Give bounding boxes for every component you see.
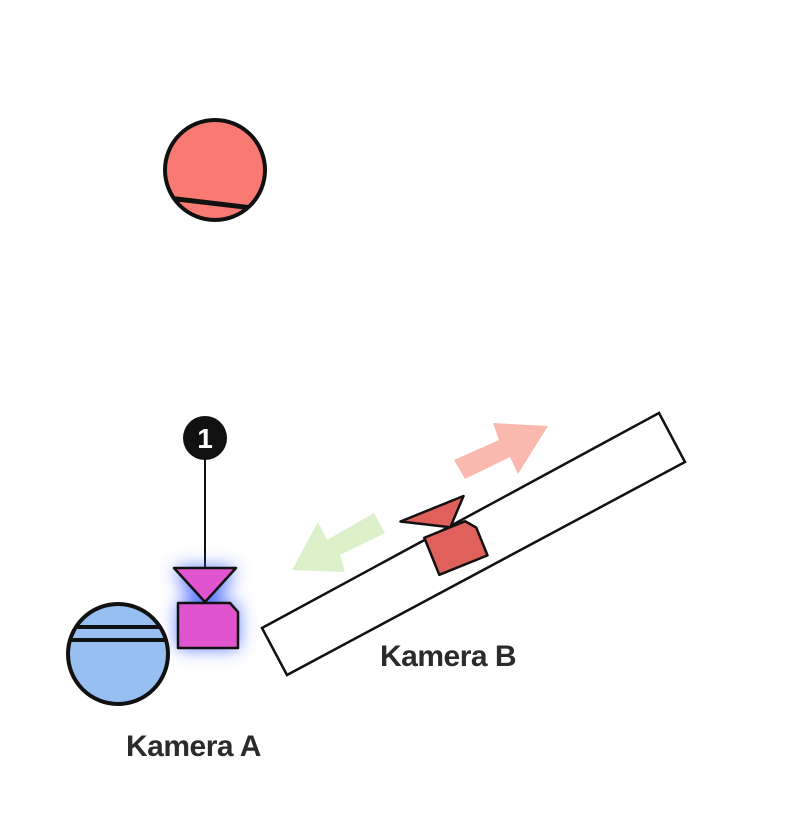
magenta-camera-icon <box>172 566 240 650</box>
camera-b-label: Kamera B <box>380 640 517 673</box>
marker-number: 1 <box>197 423 213 454</box>
red-direction-arrow <box>454 423 548 479</box>
red-camera-icon <box>399 494 489 577</box>
camera-a-label: Kamera A <box>126 730 261 763</box>
green-direction-arrow <box>292 513 385 572</box>
red-circle-subject-icon <box>163 118 267 222</box>
marker-badge <box>183 416 227 460</box>
blue-circle-subject-icon <box>66 602 170 706</box>
